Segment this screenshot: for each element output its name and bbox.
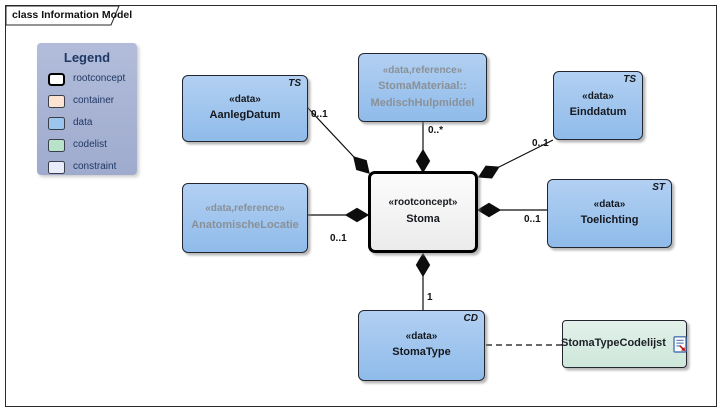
container-swatch: [48, 94, 65, 108]
codelist-name: StomaTypeCodelijst: [561, 337, 666, 350]
composition-diamond: [477, 165, 500, 179]
class-box-einddatum[interactable]: TS «data» Einddatum: [553, 71, 643, 140]
legend-item-label: container: [73, 95, 115, 106]
legend-item-rootconcept: rootconcept: [48, 72, 137, 86]
legend-item-codelist: codelist: [48, 138, 137, 152]
composition-diamond: [476, 202, 502, 218]
rootconcept-swatch: [48, 72, 65, 86]
multiplicity-label: 0..*: [428, 125, 444, 136]
class-name: MedischHulpmiddel: [370, 96, 475, 109]
stereotype: «rootconcept»: [388, 197, 458, 209]
legend-item-label: data: [73, 117, 93, 128]
stereotype: «data»: [229, 93, 261, 105]
connector-aanlegdatum-stoma: [306, 106, 370, 174]
class-name: Einddatum: [569, 106, 627, 119]
class-box-stomatype[interactable]: CD «data» StomaType: [358, 310, 485, 381]
composition-diamond: [344, 207, 370, 223]
frame-title: class Information Model: [12, 9, 133, 21]
legend-item-label: constraint: [73, 161, 117, 172]
multiplicity-label: 0..1: [524, 214, 541, 225]
multiplicity-label: 0..1: [532, 138, 549, 149]
class-name: StomaType: [392, 346, 451, 359]
class-box-aanlegdatum[interactable]: TS «data» AanlegDatum: [182, 75, 308, 142]
connector-toelichting-stoma: [476, 202, 547, 218]
stereotype: «data,reference»: [382, 64, 463, 76]
legend-item-data: data: [48, 116, 137, 130]
class-name: AanlegDatum: [209, 109, 281, 122]
frame-border: [5, 5, 717, 407]
connector-stomamateriaal-stoma: [415, 122, 431, 174]
stereotype: «data»: [593, 198, 626, 210]
type-code: TS: [288, 78, 301, 89]
type-code: CD: [463, 313, 478, 324]
legend-item-label: codelist: [73, 139, 107, 150]
class-box-toelichting[interactable]: ST «data» Toelichting: [547, 179, 672, 248]
multiplicity-label: 0..1: [330, 233, 347, 244]
composition-diamond: [415, 148, 431, 174]
connector-anatomischelocatie-stoma: [308, 207, 370, 223]
legend-title: Legend: [63, 50, 111, 65]
class-box-anatomischelocatie[interactable]: «data,reference» AnatomischeLocatie: [182, 183, 308, 253]
multiplicity-label: 0..1: [311, 109, 328, 120]
class-name: Stoma: [406, 212, 440, 225]
legend-item-label: rootconcept: [73, 73, 126, 84]
composition-diamond: [415, 252, 431, 278]
type-code: ST: [652, 182, 665, 193]
document-icon: [673, 335, 688, 353]
connector-einddatum-stoma: [477, 139, 554, 179]
data-swatch: [48, 116, 65, 130]
stereotype: «data»: [582, 90, 614, 102]
multiplicity-label: 1: [427, 292, 433, 303]
codelist-swatch: [48, 138, 65, 152]
legend-item-container: container: [48, 94, 137, 108]
class-name: StomaMateriaal::: [378, 80, 467, 92]
codelist-box-stomatypecodelijst[interactable]: StomaTypeCodelijst: [561, 320, 688, 368]
frame-tab: [5, 5, 120, 26]
type-code: TS: [623, 74, 636, 85]
legend-item-constraint: constraint: [48, 160, 137, 174]
class-box-stoma[interactable]: «rootconcept» Stoma: [368, 171, 478, 253]
stereotype: «data»: [405, 330, 438, 342]
stereotype: «data,reference»: [205, 203, 285, 215]
composition-diamond: [353, 156, 370, 174]
legend: Legend rootconcept container data codeli…: [37, 43, 137, 175]
connector-stomatype-stoma: [415, 252, 431, 310]
class-box-stomamateriaal[interactable]: «data,reference» StomaMateriaal:: Medisc…: [358, 53, 487, 122]
class-name: AnatomischeLocatie: [191, 218, 299, 231]
class-name: Toelichting: [580, 214, 639, 227]
constraint-swatch: [48, 160, 65, 174]
